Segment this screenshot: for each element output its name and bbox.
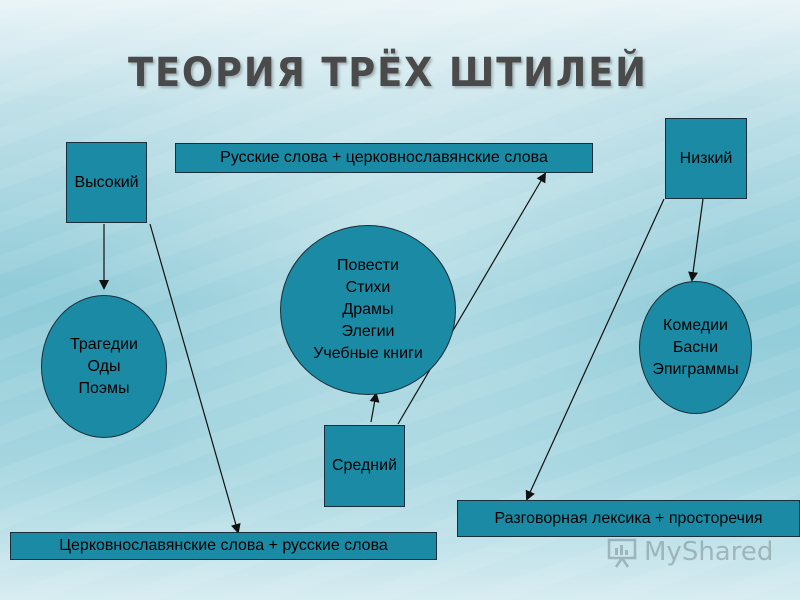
genre-item: Повести	[337, 257, 399, 274]
watermark-logo: MyShared	[606, 536, 773, 568]
genre-item: Учебные книги	[313, 345, 423, 362]
genre-item: Эпиграммы	[652, 360, 739, 378]
genres-high-oval: Трагедии Оды Поэмы	[41, 295, 167, 438]
arrow-low-to-comedies	[688, 198, 704, 282]
arrow-low-to-colloquial	[525, 198, 665, 501]
style-middle-box: Средний	[324, 425, 405, 507]
slide-title: ТЕОРИЯ ТРЁХ ШТИЛЕЙ	[128, 50, 648, 96]
genre-item: Комедии	[663, 316, 728, 334]
genre-item: Оды	[87, 357, 121, 375]
vocab-church-russian-box: Церковнославянские слова + русские слова	[10, 532, 437, 560]
watermark-text: MyShared	[644, 537, 774, 567]
style-low-box: Низкий	[665, 118, 747, 199]
genres-low-oval: Комедии Басни Эпиграммы	[639, 281, 752, 414]
arrow-high-to-church-vocab	[149, 223, 241, 534]
presentation-icon	[607, 538, 637, 568]
genres-middle-oval: Повести Стихи Драмы Элегии Учебные книги	[280, 225, 456, 395]
genre-item: Трагедии	[70, 335, 138, 353]
genre-item: Стихи	[345, 279, 391, 296]
vocab-russian-church-box: Русские слова + церковнославянские слова	[175, 143, 593, 173]
genre-item: Элегии	[341, 323, 395, 340]
vocab-colloquial-box: Разговорная лексика + просторечия	[457, 500, 800, 537]
arrow-middle-to-russian-vocab	[397, 172, 547, 425]
genre-item: Басни	[672, 338, 719, 356]
genre-item: Поэмы	[78, 379, 130, 397]
arrow-middle-to-stories	[369, 392, 380, 423]
style-high-box: Высокий	[66, 142, 147, 223]
genre-item: Драмы	[342, 301, 394, 318]
